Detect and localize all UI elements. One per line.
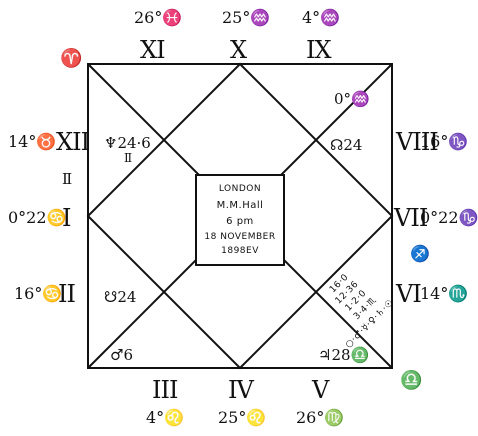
- house-10-numeral: X: [230, 36, 247, 64]
- neptune-sign: Ⅱ: [124, 151, 133, 165]
- house-8-cusp: 16°♑: [420, 132, 469, 151]
- house-6-cusp: 14°♏: [420, 284, 469, 303]
- house-11-numeral: XI: [140, 36, 166, 64]
- neptune-position: ♆24·6: [104, 134, 151, 152]
- centre-time: 6 pm: [226, 216, 254, 227]
- house-7-numeral: VII: [394, 204, 428, 232]
- house-9-cusp: 4°♒: [302, 8, 341, 27]
- house-12-cusp: 14°♉: [8, 132, 57, 151]
- house-10-cusp: 25°♒: [222, 8, 271, 27]
- house-8-numeral: VIII: [396, 128, 439, 156]
- centre-year: 1898EV: [221, 246, 259, 256]
- centre-date: 18 NOVEMBER: [204, 232, 276, 242]
- house-12-numeral: XII: [56, 128, 90, 156]
- house-2-numeral: II: [58, 280, 76, 308]
- house-6-numeral: VI: [396, 280, 422, 308]
- house-5-cusp: 26°♍: [296, 408, 345, 427]
- house-1-cusp: 0°22♋: [8, 208, 67, 227]
- house-7-cusp: 0°22♑: [420, 208, 478, 227]
- centre-name: M.M.Hall: [216, 200, 264, 211]
- house-1-numeral: I: [62, 204, 72, 232]
- inner-diamond: [86, 62, 394, 370]
- house-4-numeral: IV: [228, 376, 254, 404]
- house-3-numeral: III: [152, 376, 178, 404]
- moon-position: 0°♒: [334, 90, 370, 108]
- centre-text: LONDON M.M.Hall 6 pm 18 NOVEMBER 1898EV: [196, 180, 284, 260]
- house-5-numeral: V: [312, 376, 329, 404]
- house-4-cusp: 25°♌: [218, 408, 267, 427]
- aries-glyph: ♈: [60, 48, 83, 69]
- south-node-position: ☋24: [104, 288, 137, 306]
- house-9-numeral: IX: [306, 36, 332, 64]
- libra-glyph: ♎: [400, 370, 423, 391]
- house-11-cusp: 26°♓: [134, 8, 183, 27]
- jupiter-position: ♃28♎: [318, 346, 370, 364]
- gemini-glyph: Ⅱ: [62, 170, 73, 188]
- centre-box: [195, 174, 285, 266]
- mars-position: ♂6: [110, 346, 133, 364]
- centre-place: LONDON: [218, 184, 262, 194]
- sagittarius-glyph: ♐: [410, 244, 430, 263]
- north-node-position: ☊24: [330, 136, 363, 154]
- house-3-cusp: 4°♌: [146, 408, 185, 427]
- house-2-cusp: 16°♋: [14, 284, 63, 303]
